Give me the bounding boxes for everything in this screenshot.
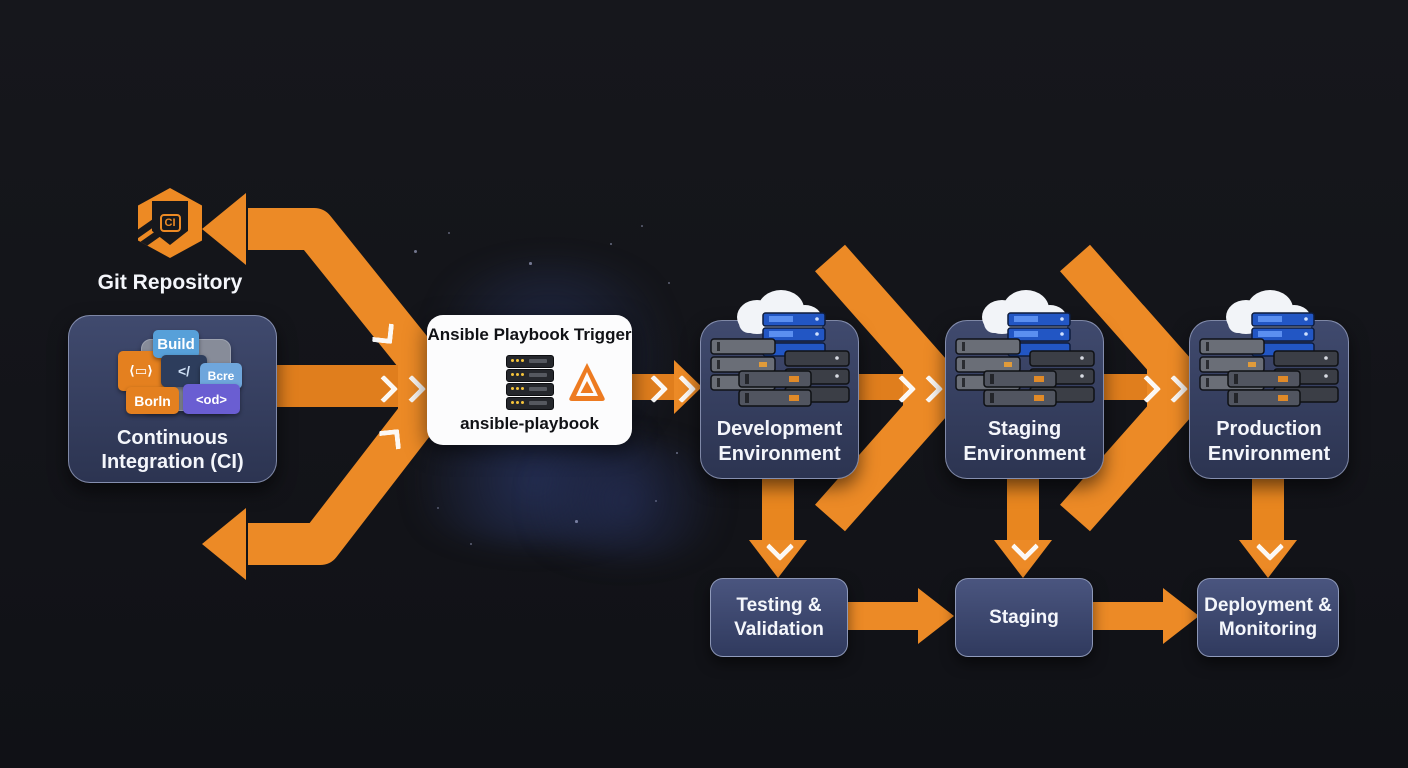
node-continuous-integration: ⟨▭⟩ Build </ Bcre Borln <od> Continuous … xyxy=(68,315,277,483)
arrow-dev-down xyxy=(762,470,794,542)
ci-badge: CI xyxy=(159,214,181,232)
arrowhead-testing-to-staging xyxy=(918,588,954,644)
arrow-trigger-to-dev xyxy=(630,374,676,400)
node-staging: Staging xyxy=(955,578,1093,657)
ansible-command: ansible-playbook xyxy=(460,414,599,433)
particle-dot xyxy=(448,232,450,234)
bcre-label: Bcre xyxy=(207,369,235,383)
arrowhead-staging-to-production xyxy=(1147,360,1186,414)
environment-label: Staging Environment xyxy=(963,418,1086,465)
particle-dot xyxy=(470,543,472,545)
ci-tile-build: Build xyxy=(153,330,199,358)
arrowhead-dev-down xyxy=(749,540,807,578)
ci-label: Continuous Integration (CI) xyxy=(101,427,244,474)
node-staging-environment: Staging Environment xyxy=(945,290,1104,479)
ansible-title: Ansible Playbook Trigger xyxy=(427,325,632,344)
flow-tick xyxy=(372,322,394,344)
ci-tile-code: </ xyxy=(161,355,207,387)
borin-label: Borln xyxy=(134,392,171,409)
particle-dot xyxy=(529,262,532,265)
arrow-staging-down xyxy=(1007,470,1039,542)
cloud-servers-icon xyxy=(1199,290,1339,407)
environment-label: Production Environment xyxy=(1207,418,1331,465)
node-production-environment: Production Environment xyxy=(1189,290,1349,479)
node-testing-validation: Testing & Validation xyxy=(710,578,848,657)
particle-dot xyxy=(414,250,417,253)
stage-label: Testing & Validation xyxy=(734,595,824,640)
arrowhead-production-down xyxy=(1239,540,1297,578)
cloud-servers-icon xyxy=(955,290,1095,407)
arrowhead-lower-left xyxy=(202,508,246,580)
arrow-production-down xyxy=(1252,470,1284,542)
node-ansible-trigger: Ansible Playbook Trigger ansible-playboo… xyxy=(427,315,632,445)
server-stack-icon xyxy=(506,355,554,411)
arrowhead-staging-down xyxy=(994,540,1052,578)
particle-dot xyxy=(641,225,643,227)
node-development-environment: Development Environment xyxy=(700,290,859,479)
node-deployment-monitoring: Deployment & Monitoring xyxy=(1197,578,1339,657)
git-repository-icon: CI xyxy=(138,188,202,258)
ci-tile-borin: Borln xyxy=(126,387,179,414)
bracket-icon: ⟨▭⟩ xyxy=(128,363,154,378)
ci-tile-od: <od> xyxy=(183,384,240,414)
flow-tick xyxy=(379,429,401,451)
arrow-band-to-lower-left xyxy=(248,369,462,565)
particle-dot xyxy=(610,243,612,245)
particle-dot xyxy=(437,507,439,509)
arrowhead-to-git xyxy=(202,193,246,265)
ansible-logo-icon xyxy=(569,363,605,401)
arrow-testing-to-staging xyxy=(846,602,920,630)
particle-dot xyxy=(676,452,678,454)
arrow-ci-to-trigger xyxy=(272,365,400,407)
arrowhead-trigger-to-dev xyxy=(674,360,702,414)
arrow-staging-to-production xyxy=(1099,374,1149,400)
arrowhead-dev-to-staging xyxy=(903,360,940,414)
od-label: <od> xyxy=(195,391,228,407)
particle-dot xyxy=(575,520,578,523)
stage-label: Deployment & Monitoring xyxy=(1204,595,1332,640)
cloud-servers-icon xyxy=(710,290,850,407)
particle-dot xyxy=(668,282,670,284)
git-repository-label: Git Repository xyxy=(97,271,243,294)
particle-dot xyxy=(655,500,657,502)
arrow-staging-to-deploy xyxy=(1091,602,1165,630)
arrow-band-to-git xyxy=(248,208,462,406)
build-label: Build xyxy=(157,335,195,353)
stage-label: Staging xyxy=(989,606,1059,628)
code-icon: </ xyxy=(177,363,191,379)
arrowhead-ci-to-trigger xyxy=(398,345,450,429)
arrow-dev-to-staging xyxy=(855,374,905,400)
arrowhead-staging-to-deploy xyxy=(1163,588,1199,644)
environment-label: Development Environment xyxy=(716,418,843,465)
